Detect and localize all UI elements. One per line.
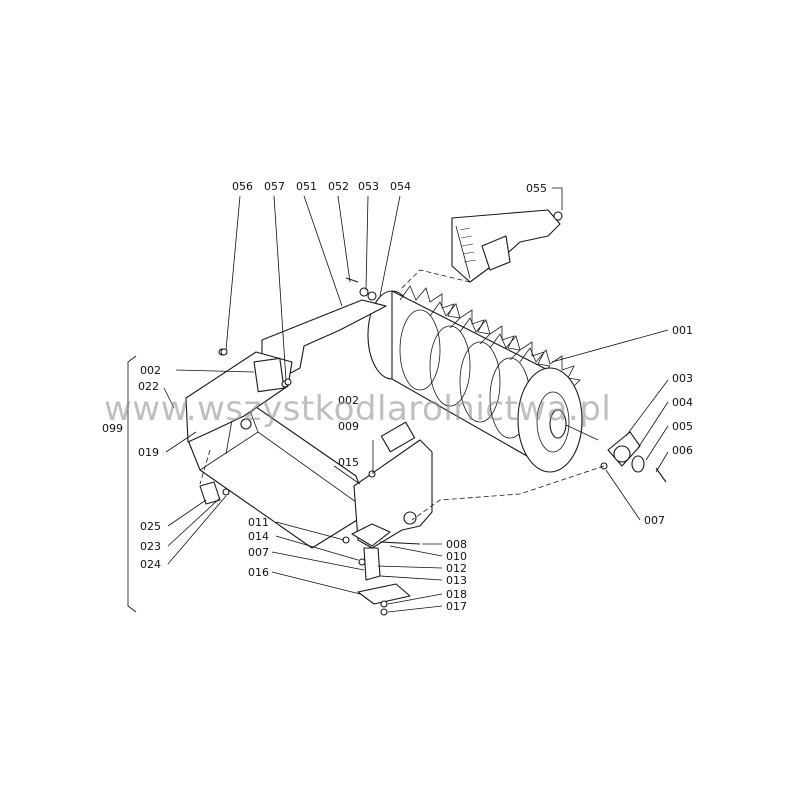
label-007-left: 007 bbox=[248, 546, 269, 559]
label-006: 006 bbox=[672, 444, 693, 457]
label-057: 057 bbox=[264, 180, 285, 193]
label-056: 056 bbox=[232, 180, 253, 193]
left-bracket bbox=[185, 348, 293, 443]
bearing-assembly bbox=[411, 431, 667, 521]
label-017: 017 bbox=[446, 600, 467, 613]
label-003: 003 bbox=[672, 372, 693, 385]
label-007-right: 007 bbox=[644, 514, 665, 527]
label-010: 010 bbox=[446, 550, 467, 563]
label-052: 052 bbox=[328, 180, 349, 193]
group-bracket bbox=[127, 355, 137, 613]
label-019: 019 bbox=[138, 446, 159, 459]
label-018: 018 bbox=[446, 588, 467, 601]
label-015: 015 bbox=[338, 456, 359, 469]
label-009: 009 bbox=[338, 420, 359, 433]
label-004: 004 bbox=[672, 396, 693, 409]
label-022: 022 bbox=[138, 380, 159, 393]
label-005: 005 bbox=[672, 420, 693, 433]
label-054: 054 bbox=[390, 180, 411, 193]
label-023: 023 bbox=[140, 540, 161, 553]
right-side-plate bbox=[353, 421, 433, 549]
part-labels: 056 057 051 052 053 054 055 001 002 022 … bbox=[102, 180, 693, 613]
label-012: 012 bbox=[446, 562, 467, 575]
label-008: 008 bbox=[446, 538, 467, 551]
label-025: 025 bbox=[140, 520, 161, 533]
lower-bracket bbox=[199, 449, 230, 505]
label-055: 055 bbox=[526, 182, 547, 195]
label-002-left: 002 bbox=[140, 364, 161, 377]
label-099: 099 bbox=[102, 422, 123, 435]
watermark-text: www.wszystkodlarolnictwa.pl bbox=[104, 389, 611, 429]
top-fasteners bbox=[220, 277, 359, 386]
scraper-comb bbox=[399, 209, 563, 291]
label-011: 011 bbox=[248, 516, 269, 529]
label-051: 051 bbox=[296, 180, 317, 193]
label-001: 001 bbox=[672, 324, 693, 337]
label-014: 014 bbox=[248, 530, 269, 543]
label-024: 024 bbox=[140, 558, 161, 571]
leader-lines bbox=[163, 187, 669, 613]
spiked-roller bbox=[367, 285, 599, 473]
height-adjuster bbox=[342, 523, 421, 616]
label-002-right: 002 bbox=[338, 394, 359, 407]
label-053: 053 bbox=[358, 180, 379, 193]
label-013: 013 bbox=[446, 574, 467, 587]
label-016: 016 bbox=[248, 566, 269, 579]
